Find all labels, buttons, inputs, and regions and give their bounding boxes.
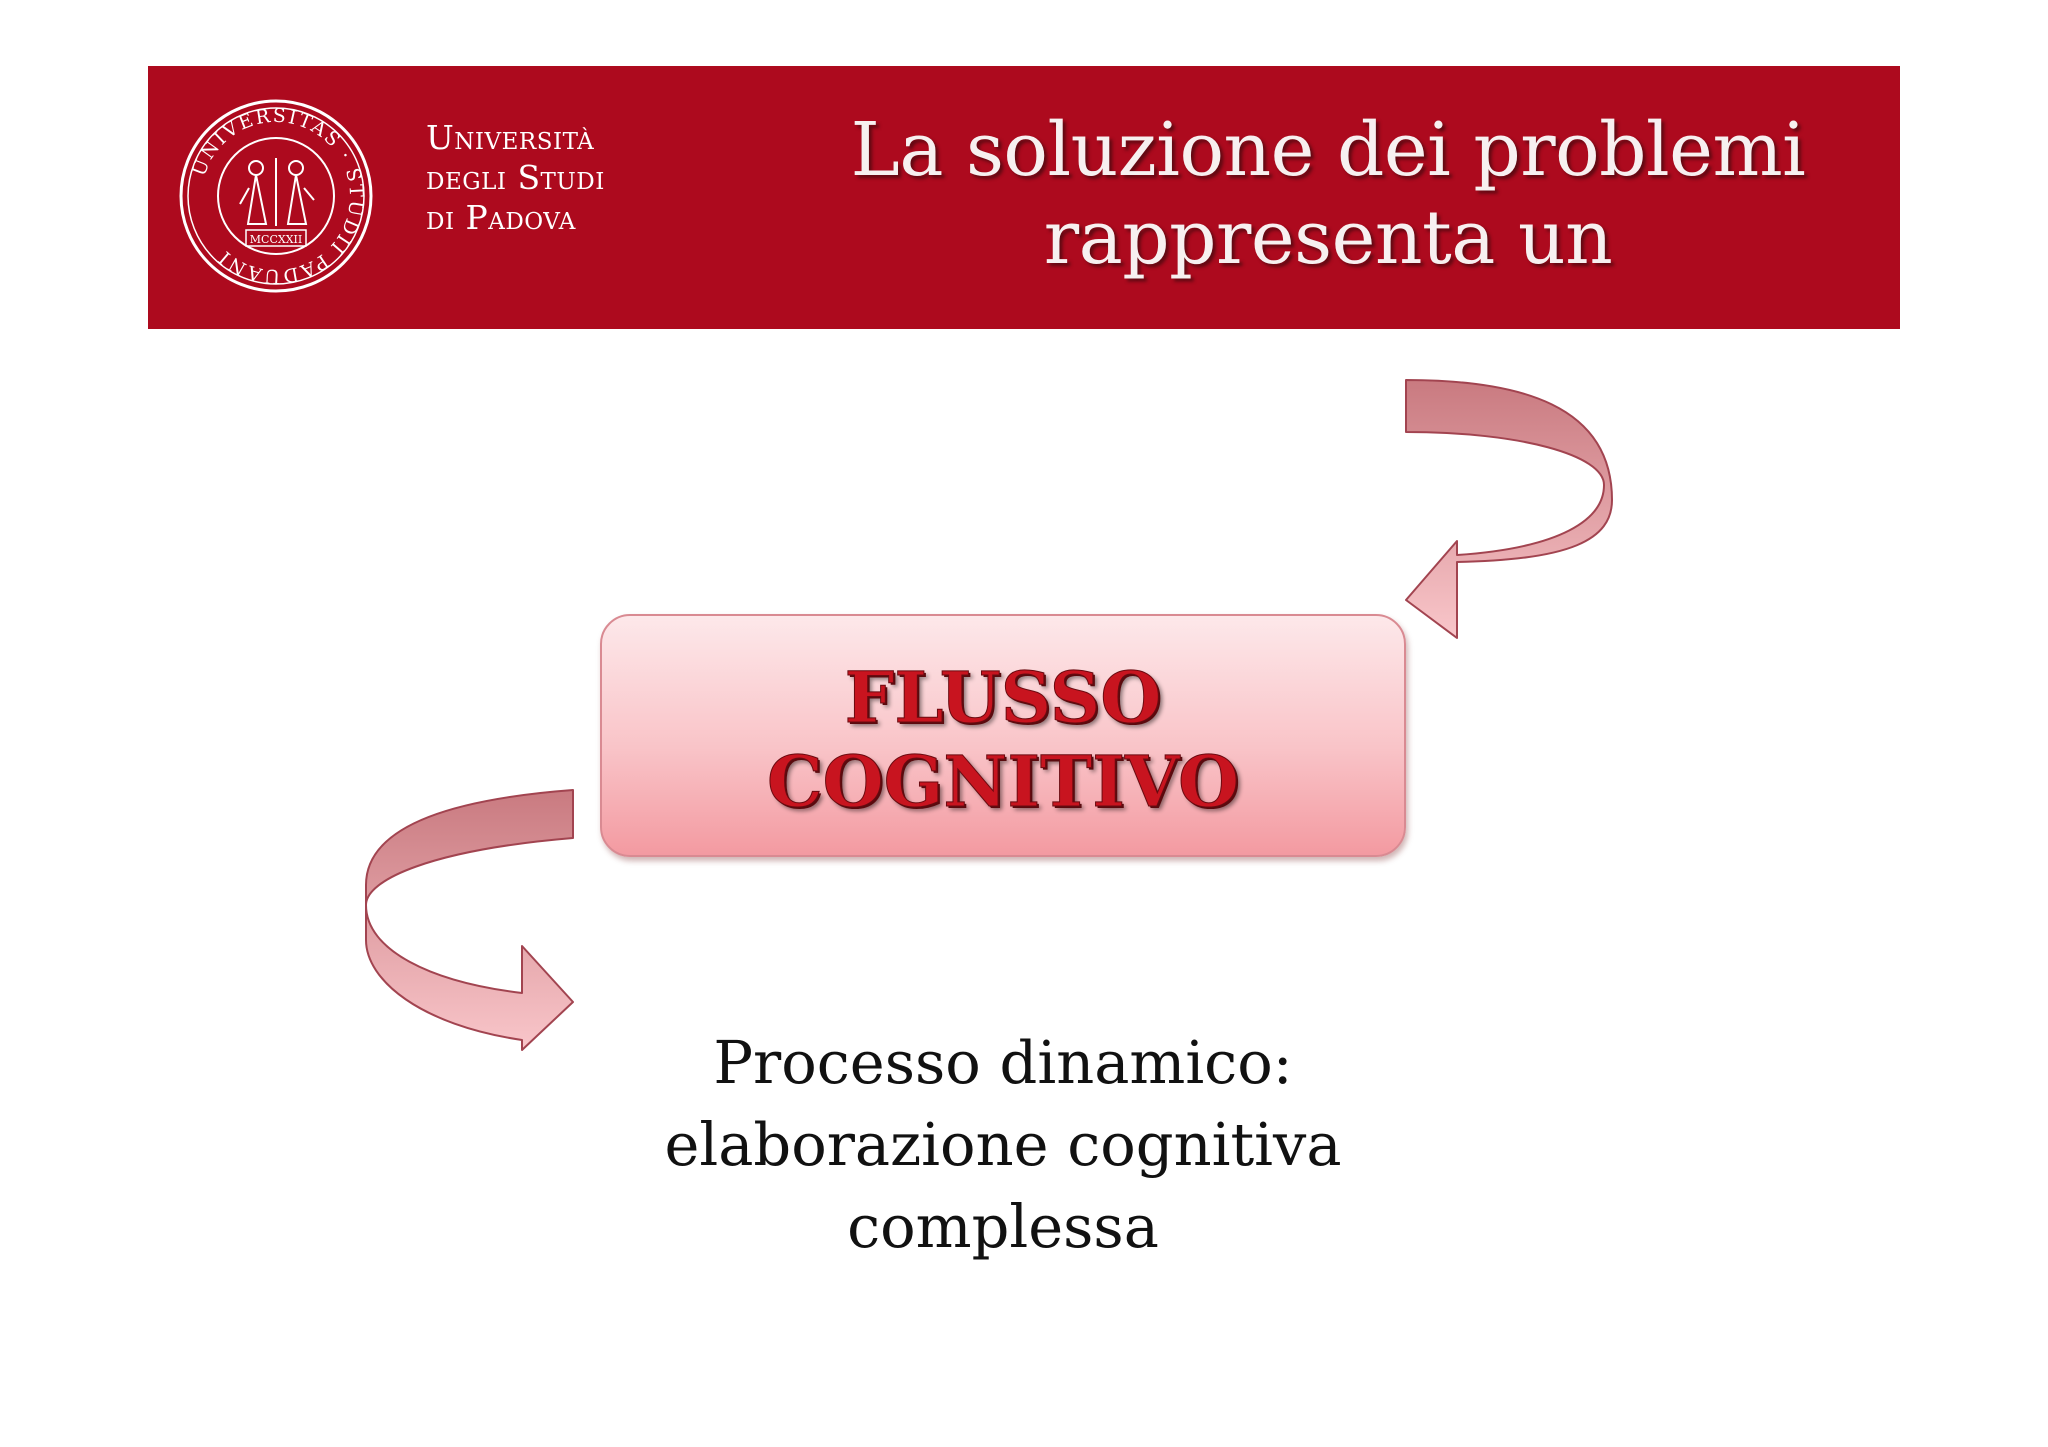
- description-line2: elaborazione cognitiva: [664, 1110, 1342, 1179]
- slide-title-line1: La soluzione dei problemi: [850, 107, 1806, 193]
- slide-title: La soluzione dei problemi rappresenta un: [768, 106, 1888, 282]
- curved-arrow-left-icon: [1405, 379, 1613, 639]
- flow-box-line2: COGNITIVO: [766, 740, 1240, 824]
- description: Processo dinamico: elaborazione cognitiv…: [600, 1022, 1406, 1268]
- description-line1: Processo dinamico:: [713, 1028, 1293, 1097]
- header-banner: UNIVERSITAS · STUDII PADUANI MCCXXII Uni…: [148, 66, 1900, 329]
- seal-year: MCCXXII: [250, 233, 302, 246]
- curved-arrow-right-icon: [365, 789, 574, 1051]
- flow-box: FLUSSO COGNITIVO: [600, 614, 1406, 857]
- flow-box-line1: FLUSSO: [844, 656, 1162, 740]
- description-line3: complessa: [847, 1192, 1159, 1261]
- university-name: Università degli Studi di Padova: [426, 118, 605, 238]
- university-name-line2: degli Studi: [426, 158, 605, 197]
- slide-title-line2: rappresenta un: [1043, 195, 1613, 281]
- university-name-line3: di Padova: [426, 198, 576, 237]
- university-seal-icon: UNIVERSITAS · STUDII PADUANI MCCXXII: [179, 99, 373, 293]
- university-name-line1: Università: [426, 118, 595, 157]
- flow-box-title: FLUSSO COGNITIVO: [602, 656, 1404, 824]
